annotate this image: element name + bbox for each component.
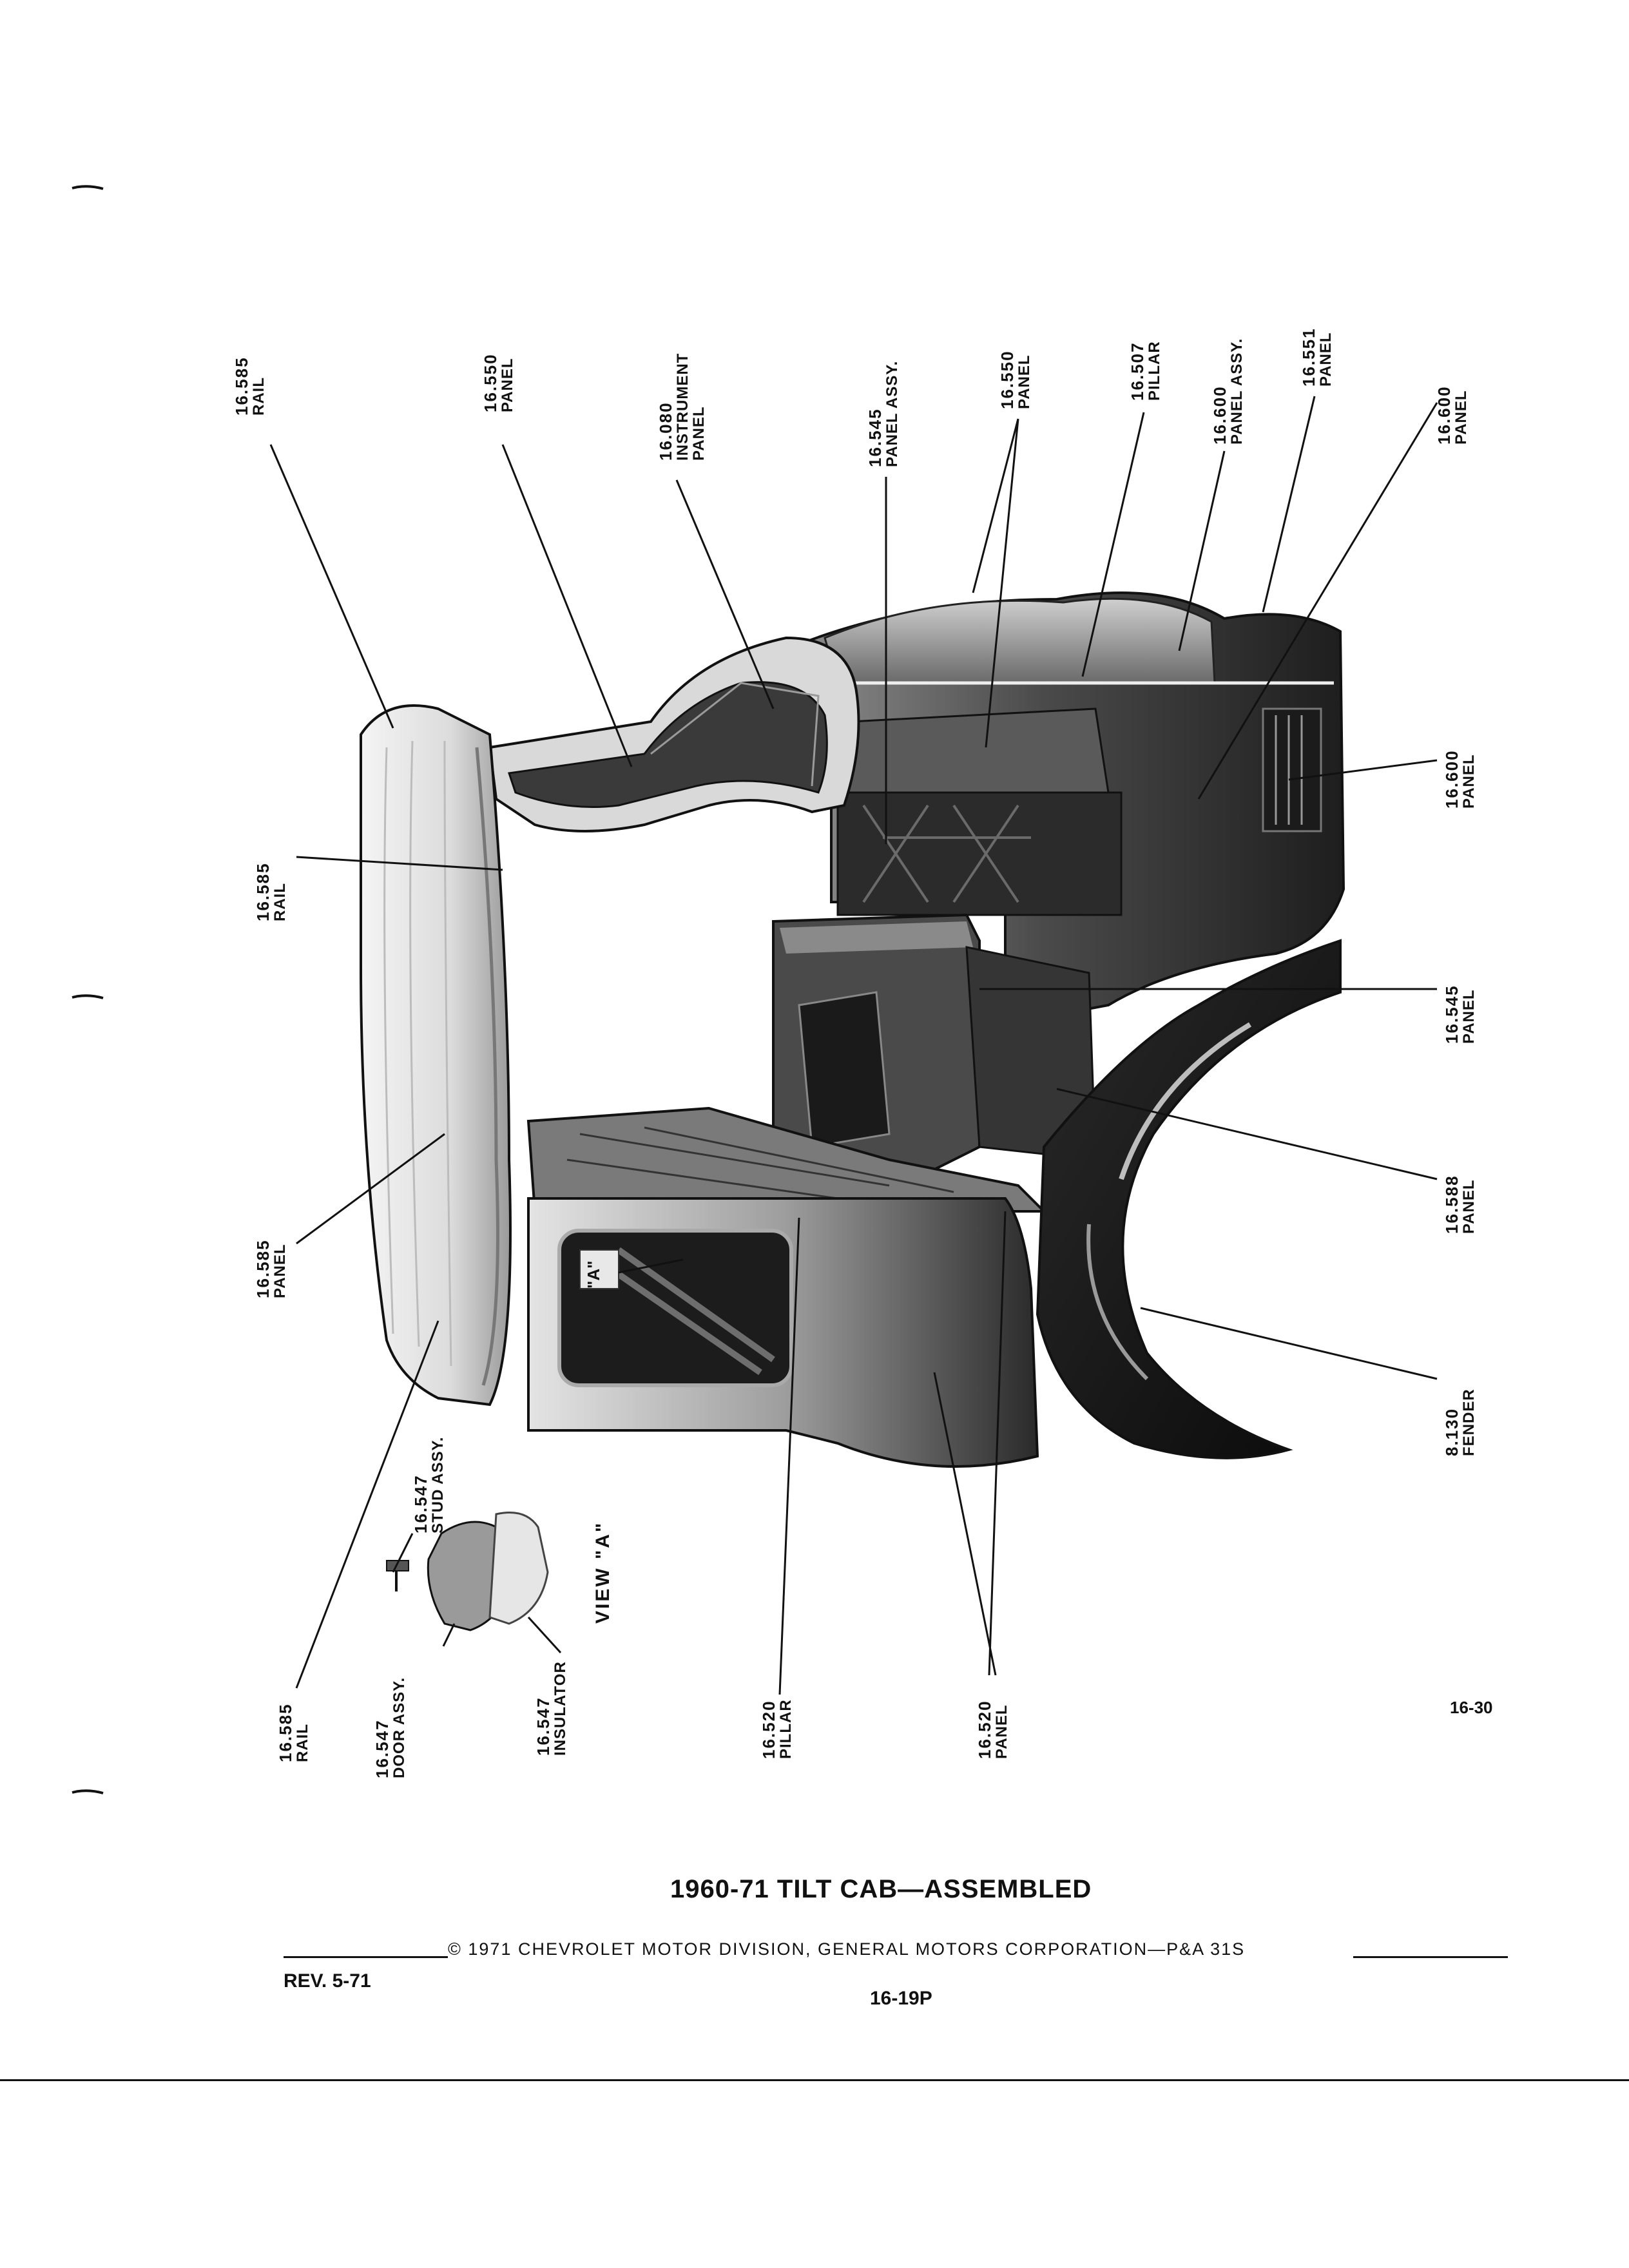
part-name: RAIL: [250, 377, 268, 416]
cab-body: [797, 591, 1345, 1026]
part-number: 16.600: [1442, 749, 1461, 809]
copyright-line: © 1971 CHEVROLET MOTOR DIVISION, GENERAL…: [448, 1939, 1246, 1959]
part-name: INSTRUMENT: [674, 352, 692, 461]
callout-right-2: 16.545 PANEL: [1442, 985, 1478, 1044]
part-name: DOOR ASSY.: [390, 1677, 409, 1778]
part-name: RAIL: [271, 883, 289, 921]
part-number: 16.080: [656, 401, 675, 461]
part-number: 16.588: [1442, 1175, 1461, 1234]
part-name: PANEL ASSY.: [1228, 338, 1246, 445]
part-name: FENDER: [1460, 1389, 1478, 1456]
part-number: 16.585: [232, 356, 251, 416]
copyright-rule-left: [284, 1956, 448, 1958]
callout-top-3: 16.080 INSTRUMENT PANEL: [656, 352, 708, 461]
part-name: RAIL: [294, 1724, 312, 1762]
front-door-panel: [360, 704, 512, 1407]
insulator-part: [488, 1512, 549, 1625]
part-number: 16.600: [1210, 385, 1229, 445]
lower-panel: [527, 1197, 1039, 1468]
callout-bottom-3: 16.547 STUD ASSY.: [411, 1436, 447, 1533]
part-name: PANEL: [1317, 332, 1335, 387]
callout-top-4: 16.545 PANEL ASSY.: [865, 360, 901, 467]
part-name: PANEL: [1460, 1179, 1478, 1234]
callout-top-2: 16.550 PANEL: [481, 353, 517, 412]
view-a-marker: [579, 1249, 619, 1289]
part-number: 16.547: [534, 1696, 553, 1756]
view-a-callout: "A": [584, 1260, 603, 1289]
view-a-parts: [386, 1512, 549, 1631]
part-name: PILLAR: [1146, 341, 1164, 401]
leader-lines: [269, 396, 1438, 1695]
callout-top-6: 16.507 PILLAR: [1128, 341, 1164, 401]
part-number: 16.550: [998, 350, 1017, 409]
part-number: 16.585: [253, 862, 273, 921]
callout-left-2: 16.585 PANEL: [253, 1239, 289, 1298]
callout-top-1: 16.585 RAIL: [232, 356, 268, 416]
callout-bottom-5: 16.520 PILLAR: [759, 1699, 795, 1759]
part-name: STUD ASSY.: [429, 1436, 447, 1533]
callout-top-7: 16.600 PANEL ASSY.: [1210, 338, 1246, 445]
callout-bottom-4: 16.547 INSULATOR: [534, 1661, 570, 1756]
revision-label: REV. 5-71: [284, 1970, 371, 1992]
part-number: 8.130: [1442, 1407, 1461, 1456]
bottom-rule: [0, 2079, 1629, 2081]
part-number: 16.547: [411, 1474, 430, 1533]
part-name: PANEL: [1460, 989, 1478, 1044]
callout-bottom-6: 16.520 PANEL: [975, 1700, 1011, 1759]
part-number: 16.585: [276, 1703, 295, 1762]
callout-right-4: 8.130 FENDER: [1442, 1389, 1478, 1456]
part-name: PANEL: [1016, 354, 1034, 409]
front-fender: [1036, 939, 1342, 1459]
callout-top-9: 16.600 PANEL: [1434, 385, 1470, 445]
part-number: 16.551: [1299, 327, 1318, 387]
callout-right-3: 16.588 PANEL: [1442, 1175, 1478, 1234]
windshield-frame: [488, 636, 860, 832]
part-name: PANEL ASSY.: [883, 360, 901, 467]
figure-number: 16-30: [1450, 1698, 1493, 1717]
margin-marks: [72, 185, 104, 1794]
part-number: 16.600: [1434, 385, 1454, 445]
part-number: 16.507: [1128, 341, 1147, 401]
part-name: PILLAR: [777, 1699, 795, 1759]
part-number: 16.545: [865, 408, 885, 467]
part-name: PANEL: [1452, 390, 1470, 445]
callout-top-8: 16.551 PANEL: [1299, 327, 1335, 387]
part-name: INSULATOR: [552, 1661, 570, 1756]
callout-bottom-2: 16.547 DOOR ASSY.: [372, 1677, 409, 1778]
page-title: 1960-71 TILT CAB—ASSEMBLED: [670, 1875, 1092, 1903]
callout-top-5: 16.550 PANEL: [998, 350, 1034, 409]
callout-bottom-1: 16.585 RAIL: [276, 1703, 312, 1762]
view-a-label: VIEW "A": [592, 1521, 613, 1624]
part-name: PANEL: [993, 1704, 1011, 1759]
part-name: PANEL: [499, 358, 517, 412]
callout-left-1: 16.585 RAIL: [253, 862, 289, 921]
copyright-rule-right: [1353, 1956, 1508, 1958]
part-number: 16.520: [759, 1700, 778, 1759]
part-number: 16.585: [253, 1239, 273, 1298]
part-number: 16.550: [481, 353, 500, 412]
part-number: 16.520: [975, 1700, 994, 1759]
part-number: 16.545: [1442, 985, 1461, 1044]
page-code: 16-19P: [870, 1988, 932, 2009]
part-name: PANEL: [1460, 754, 1478, 809]
callout-right-1: 16.600 PANEL: [1442, 749, 1478, 809]
part-name: PANEL: [271, 1244, 289, 1298]
part-number: 16.547: [372, 1719, 392, 1778]
part-name-line2: PANEL: [690, 406, 708, 461]
